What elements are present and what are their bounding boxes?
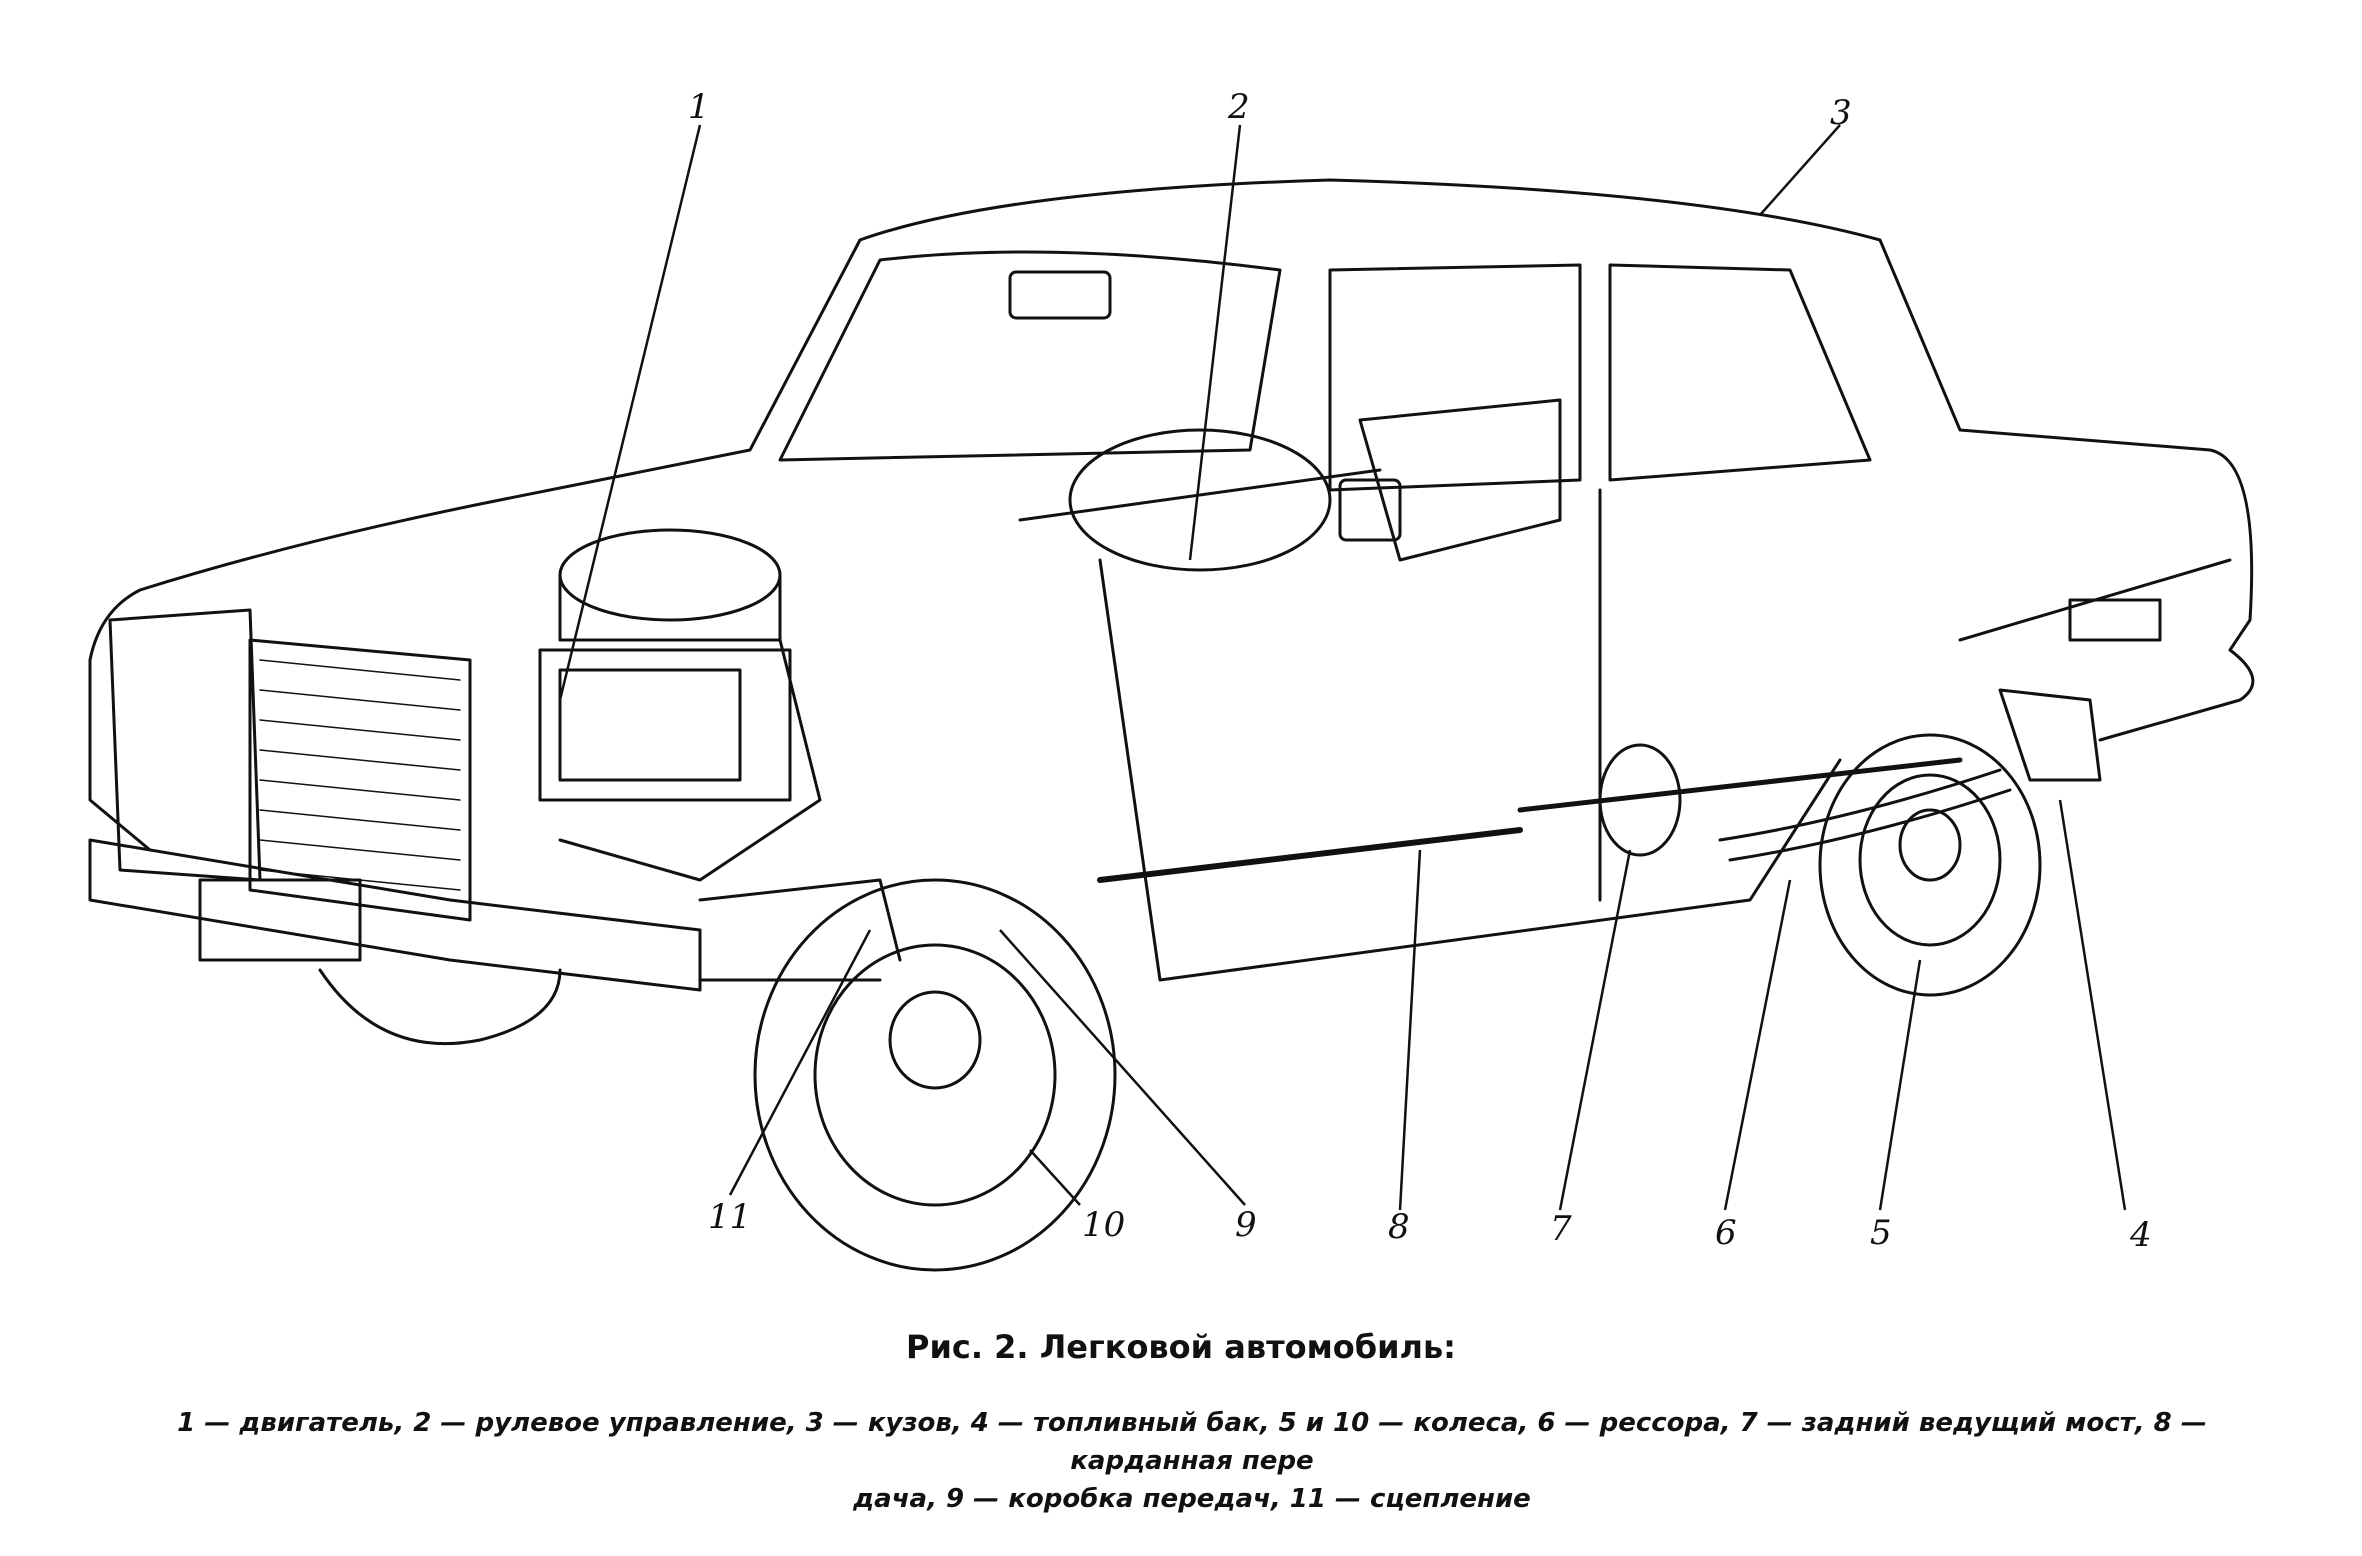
rear-axle: [1517, 757, 1963, 813]
figure-caption-title: Рис. 2. Легковой автомобиль:: [906, 1328, 1456, 1366]
leader-7: [1558, 849, 1632, 1211]
side-mirror: [1338, 478, 1402, 542]
leader-9: [999, 929, 1246, 1206]
rear-side-window: [1608, 263, 1872, 482]
rearview-mirror: [1008, 270, 1112, 320]
callout-1: 1: [688, 87, 710, 127]
callout-8: 8: [1388, 1207, 1410, 1247]
steering-column: [1018, 468, 1382, 522]
leaf-spring-2: [1728, 788, 2012, 862]
callout-10: 10: [1082, 1205, 1126, 1245]
leader-10: [1029, 1149, 1081, 1206]
engine-block: [538, 648, 792, 802]
license-plate: [198, 878, 362, 962]
roof-outline: [858, 178, 2255, 742]
front-suspension: [698, 878, 902, 962]
radiator: [248, 638, 472, 922]
front-wheel: [753, 878, 1117, 1272]
windshield: [778, 250, 1282, 462]
fuel-tank: [1998, 688, 2102, 782]
callout-2: 2: [1228, 87, 1250, 127]
leader-5: [1878, 959, 1922, 1211]
callout-11: 11: [708, 1197, 752, 1237]
callout-5: 5: [1870, 1213, 1892, 1253]
seat: [1358, 398, 1562, 562]
door-lines: [1098, 558, 1842, 982]
legend-line-1: 1 — двигатель, 2 — рулевое управление, 3…: [177, 1408, 2207, 1476]
headlight-frame: [108, 608, 262, 882]
leader-lines: [558, 124, 2127, 1211]
taillight: [2068, 598, 2162, 642]
callout-4: 4: [2130, 1215, 2152, 1255]
battery: [558, 668, 742, 782]
front-wheel-hub: [888, 990, 982, 1090]
rear-wheel-rim: [1858, 773, 2002, 947]
leader-3: [1759, 124, 1841, 216]
front-side-window: [1328, 263, 1582, 492]
figure-caption-legend: 1 — двигатель, 2 — рулевое управление, 3…: [92, 1404, 2292, 1518]
air-filter: [558, 528, 782, 622]
front-wheel-rim: [813, 943, 1057, 1207]
callout-6: 6: [1715, 1213, 1737, 1253]
leader-4: [2058, 799, 2127, 1211]
rear-wheel: [1818, 733, 2042, 997]
leader-1: [558, 124, 702, 701]
front-bumper: [88, 838, 702, 992]
leader-11: [728, 929, 872, 1196]
rear-wheel-hub: [1898, 808, 1962, 882]
driveshaft: [1097, 827, 1523, 883]
steering-wheel: [1068, 428, 1332, 572]
leader-8: [1398, 849, 1422, 1211]
hood-outline: [88, 238, 862, 852]
legend-line-2: дача, 9 — коробка передач, 11 — сцеплени…: [853, 1484, 1531, 1514]
leader-6: [1723, 879, 1792, 1211]
leader-2: [1188, 124, 1242, 561]
air-filter-body: [558, 573, 782, 642]
engine-lower: [558, 638, 822, 882]
callout-9: 9: [1235, 1205, 1257, 1245]
callout-7: 7: [1550, 1209, 1572, 1249]
far-front-wheel: [318, 968, 562, 1046]
differential: [1598, 743, 1682, 857]
callout-3: 3: [1830, 93, 1852, 133]
